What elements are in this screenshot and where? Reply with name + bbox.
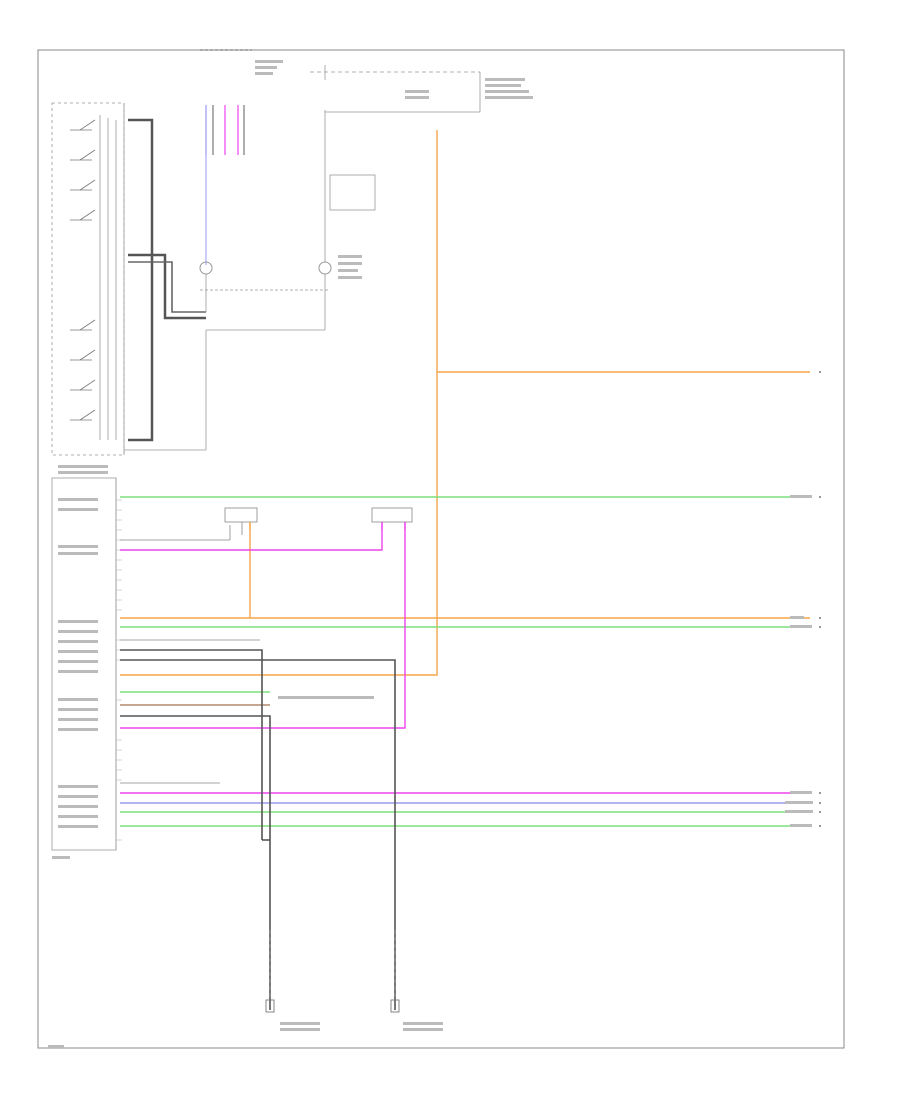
- ground-icon: [318, 261, 332, 275]
- speaker-icon: [265, 930, 400, 1013]
- orange-circuit: [120, 130, 810, 676]
- connector-icon: [224, 507, 413, 535]
- top-connector-group: [199, 65, 481, 331]
- green-circuits: [120, 496, 810, 827]
- magenta-circuits: [120, 530, 810, 794]
- control-module: [51, 477, 122, 851]
- speaker-circuits: [120, 649, 396, 1010]
- switch-block: [51, 102, 207, 456]
- terminal-markers: [819, 371, 821, 827]
- connector-icon: [249, 522, 406, 530]
- switch-icon: [70, 119, 96, 421]
- diagram-frame: [37, 49, 845, 1049]
- label-marks: [48, 60, 813, 1048]
